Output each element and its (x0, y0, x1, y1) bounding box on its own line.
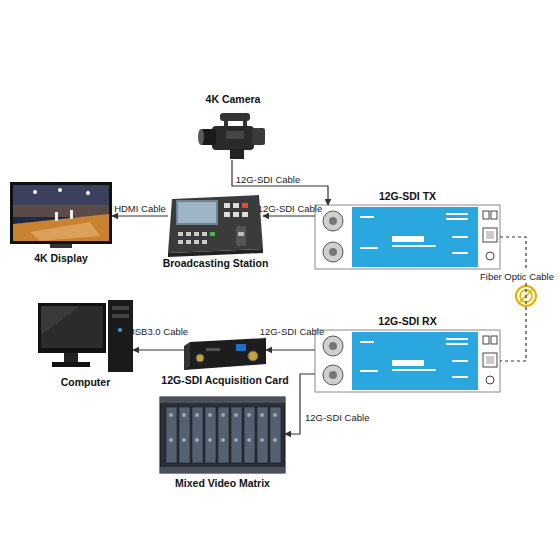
display-device: 4K Display (10, 182, 112, 248)
switcher-illustration (168, 195, 263, 257)
receiver-device: 12G-SDI RX (315, 330, 500, 392)
device-caption: 12G-SDI TX (379, 190, 436, 202)
fiber-coil-icon (516, 286, 536, 306)
cable-connector (285, 374, 315, 434)
transmitter-device: 12G-SDI TX (315, 205, 500, 269)
cable-connector (112, 215, 168, 216)
device-caption: Mixed Video Matrix (175, 477, 270, 489)
switcher-device: Broadcasting Station (168, 195, 263, 253)
cable-label: HDMI Cable (114, 203, 166, 215)
cable-label: 12G-SDI Cable (236, 174, 300, 186)
device-caption: 4K Display (34, 252, 88, 264)
device-caption: 12G-SDI Acquisition Card (161, 374, 288, 386)
fiber-connector (500, 237, 526, 361)
cable-label: 12G-SDI Cable (258, 203, 322, 215)
device-caption: 12G-SDI RX (378, 315, 436, 327)
cable-connector (133, 349, 184, 350)
computer-illustration (38, 300, 133, 372)
computer-device: Computer (38, 300, 133, 372)
tx-converter-illustration (315, 205, 500, 269)
cable-connector (266, 349, 315, 350)
cable-connector (263, 215, 315, 216)
video-matrix-illustration (160, 397, 285, 473)
rx-converter-illustration (315, 330, 500, 392)
camera-device: 4K Camera (200, 108, 266, 160)
cable-label: 12G-SDI Cable (305, 412, 369, 424)
capture-card-device: 12G-SDI Acquisition Card (184, 338, 266, 370)
camera-illustration (198, 113, 265, 159)
device-caption: Broadcasting Station (163, 257, 269, 269)
cable-label: USB3.0 Cable (128, 326, 188, 338)
cable-connector (232, 160, 328, 205)
cable-label: Fiber Optic Cable (478, 271, 556, 283)
device-caption: Computer (61, 376, 111, 388)
device-caption: 4K Camera (206, 93, 261, 105)
video-matrix-device: Mixed Video Matrix (160, 397, 285, 473)
capture-card-illustration (184, 338, 266, 370)
display-illustration (10, 182, 112, 248)
cable-label: 12G-SDI Cable (260, 326, 324, 338)
